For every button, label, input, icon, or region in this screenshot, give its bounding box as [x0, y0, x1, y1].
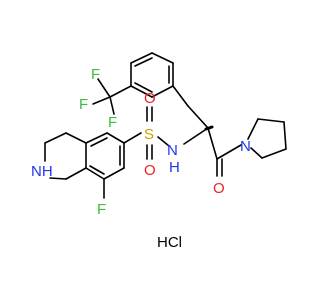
cf3-fluorine-top: F [91, 66, 100, 83]
sulfonyl-oxygen-bottom: O [144, 162, 156, 179]
molecule-structure: F F F S O O N H NH F O N HCl [31, 52, 287, 251]
bond-lines [44, 52, 287, 199]
counter-ion-label: HCl [157, 234, 182, 251]
amide-nitrogen-hydrogen: H [169, 159, 180, 176]
cf3-fluorine-right: F [108, 114, 117, 131]
sulfonyl-oxygen-top: O [144, 90, 156, 107]
atom-labels: F F F S O O N H NH F O N [31, 66, 251, 218]
sulfonyl-sulfur: S [144, 126, 154, 143]
amine-nitrogen: NH [31, 163, 53, 180]
amide-nitrogen: N [167, 142, 178, 159]
cf3-fluorine-left: F [79, 96, 88, 113]
pyrrolidine-nitrogen: N [240, 138, 251, 155]
aryl-fluorine: F [97, 201, 106, 218]
amide-oxygen: O [213, 180, 225, 197]
